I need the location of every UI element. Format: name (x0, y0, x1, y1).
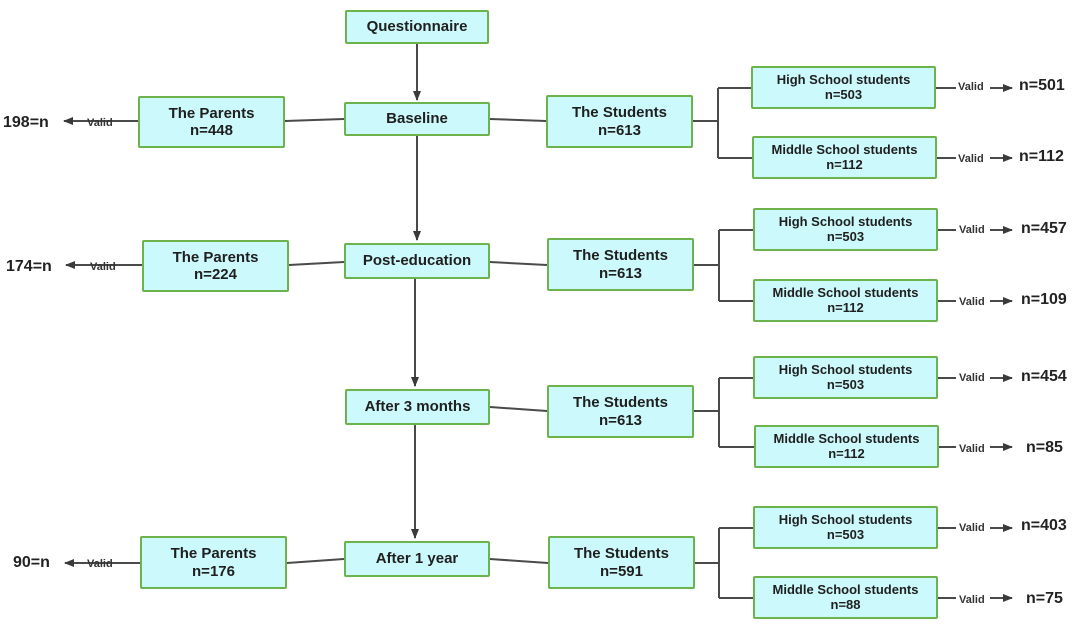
middle-school-count: n=112 (828, 445, 865, 461)
middle-school-valid-count: n=75 (1026, 590, 1063, 607)
parents-count: n=176 (192, 562, 235, 580)
parents-valid-count: 198=n (3, 114, 49, 131)
questionnaire-label: Questionnaire (366, 18, 468, 36)
students-connector (489, 558, 549, 564)
students-label: The Students (572, 394, 668, 412)
middle-school-valid-count: n=109 (1021, 291, 1067, 308)
high-school-count: n=503 (824, 86, 863, 102)
students-box-after-3-months: The Students n=613 (547, 385, 694, 438)
middle-school-count: n=112 (826, 156, 863, 172)
parents-valid-count: 90=n (13, 554, 50, 571)
students-count: n=613 (599, 411, 642, 429)
valid-label: Valid (959, 594, 985, 606)
parents-connector (286, 558, 345, 564)
valid-label: Valid (959, 224, 985, 236)
parents-label: The Parents (168, 104, 255, 122)
stage-label: After 1 year (375, 550, 459, 568)
high-school-valid-count: n=457 (1021, 220, 1067, 237)
stage-label: After 3 months (364, 398, 471, 416)
valid-label: Valid (958, 81, 984, 93)
students-count: n=613 (598, 121, 641, 139)
stage-box-after-1-year: After 1 year (344, 541, 490, 577)
high-school-label: High School students (778, 361, 913, 377)
valid-label: Valid (959, 522, 985, 534)
middle-school-count: n=88 (830, 596, 861, 612)
middle-school-count: n=112 (827, 299, 864, 315)
middle-school-label: Middle School students (772, 581, 919, 597)
middle-school-label: Middle School students (773, 430, 920, 446)
high-school-box-post-education: High School students n=503 (753, 208, 938, 251)
high-school-label: High School students (778, 213, 913, 229)
stage-box-after-3-months: After 3 months (345, 389, 490, 425)
stage-label: Baseline (386, 110, 448, 128)
students-connector (489, 261, 548, 266)
middle-school-valid-count: n=85 (1026, 439, 1063, 456)
students-box-after-1-year: The Students n=591 (548, 536, 695, 589)
parents-label: The Parents (170, 545, 257, 563)
middle-school-box-after-1-year: Middle School students n=88 (753, 576, 938, 619)
parents-connector (288, 261, 345, 266)
middle-school-box-post-education: Middle School students n=112 (753, 279, 938, 322)
students-count: n=591 (600, 562, 643, 580)
valid-label: Valid (959, 296, 985, 308)
middle-school-valid-count: n=112 (1019, 148, 1064, 165)
parents-label: The Parents (172, 248, 259, 266)
middle-school-box-baseline: Middle School students n=112 (752, 136, 937, 179)
students-label: The Students (572, 247, 668, 265)
students-connector (489, 118, 547, 122)
students-box-post-education: The Students n=613 (547, 238, 694, 291)
high-school-box-after-3-months: High School students n=503 (753, 356, 938, 399)
high-school-box-after-1-year: High School students n=503 (753, 506, 938, 549)
valid-label: Valid (959, 372, 985, 384)
students-connector (489, 406, 548, 412)
parents-connector (284, 118, 345, 122)
stage-label: Post-education (362, 252, 472, 270)
parents-count: n=224 (194, 266, 237, 283)
high-school-valid-count: n=403 (1021, 517, 1067, 534)
questionnaire-box: Questionnaire (345, 10, 489, 44)
valid-label: Valid (90, 261, 116, 273)
high-school-label: High School students (778, 511, 913, 527)
middle-school-label: Middle School students (771, 141, 918, 157)
middle-school-label: Middle School students (772, 284, 919, 300)
high-school-valid-count: n=501 (1019, 77, 1065, 94)
high-school-count: n=503 (826, 526, 865, 542)
high-school-label: High School students (776, 71, 911, 87)
high-school-count: n=503 (826, 228, 865, 244)
valid-label: Valid (959, 443, 985, 455)
parents-box-post-education: The Parents n=224 (142, 240, 289, 292)
high-school-count: n=503 (826, 376, 865, 392)
parents-count: n=448 (190, 122, 233, 139)
valid-label: Valid (958, 153, 984, 165)
students-count: n=613 (599, 264, 642, 282)
students-box-baseline: The Students n=613 (546, 95, 693, 148)
stage-box-baseline: Baseline (344, 102, 490, 136)
valid-label: Valid (87, 117, 113, 129)
middle-school-box-after-3-months: Middle School students n=112 (754, 425, 939, 468)
stage-box-post-education: Post-education (344, 243, 490, 279)
valid-label: Valid (87, 558, 113, 570)
parents-box-after-1-year: The Parents n=176 (140, 536, 287, 589)
high-school-box-baseline: High School students n=503 (751, 66, 936, 109)
parents-box-baseline: The Parents n=448 (138, 96, 285, 148)
students-label: The Students (573, 545, 669, 563)
high-school-valid-count: n=454 (1021, 368, 1067, 385)
parents-valid-count: 174=n (6, 258, 52, 275)
students-label: The Students (571, 104, 667, 122)
